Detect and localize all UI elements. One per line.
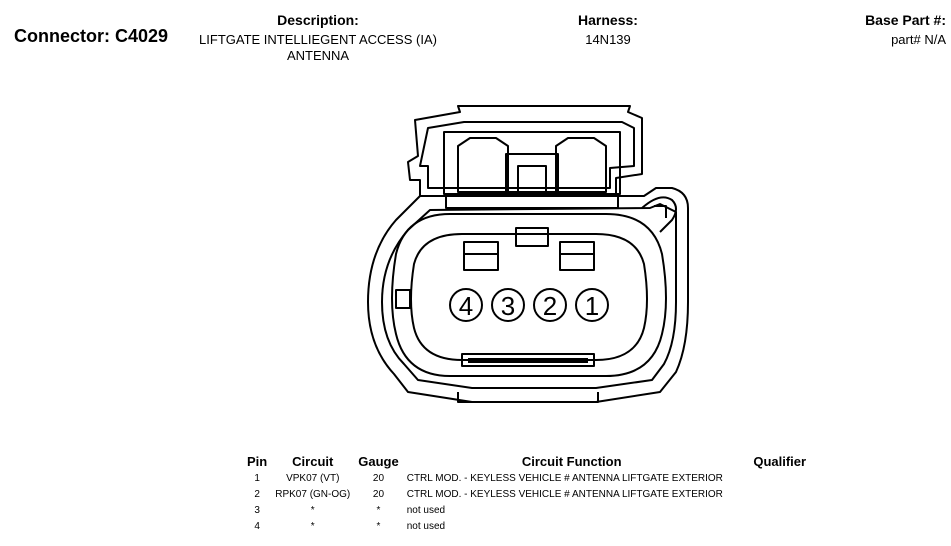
latch-tab-right (555, 137, 607, 193)
cell-circuit: RPK07 (GN-OG) (275, 488, 351, 500)
cell-pin: 2 (254, 488, 260, 500)
latch-tab-left (457, 137, 509, 193)
right-side-notch-inner (654, 205, 667, 218)
cell-qualifier (741, 518, 819, 534)
right-side-notch (641, 196, 677, 233)
latch-housing-outer (407, 105, 643, 197)
latch-housing-inner (419, 121, 635, 189)
description-value: LIFTGATE INTELLIEGENT ACCESS (IA) ANTENN… (178, 32, 458, 64)
connector-body-mid (381, 203, 677, 389)
cell-function: CTRL MOD. - KEYLESS VEHICLE # ANTENNA LI… (406, 488, 723, 500)
pin-table: Pin Circuit Gauge Circuit Function Quali… (243, 452, 819, 534)
pin-1: 1 (575, 288, 609, 322)
connector-body-outer (367, 187, 689, 403)
col-gauge: Gauge (358, 453, 399, 469)
latch-frame (443, 131, 621, 195)
cell-function: CTRL MOD. - KEYLESS VEHICLE # ANTENNA LI… (406, 472, 723, 484)
pin-label-3: 3 (501, 291, 515, 321)
key-top-left (463, 241, 499, 271)
cell-gauge: * (376, 520, 381, 532)
harness-label: Harness: (578, 12, 638, 28)
table-row: 3 * * not used (243, 502, 819, 518)
harness-value: 14N139 (585, 32, 631, 47)
latch-bridge (445, 193, 619, 209)
pin-label-2: 2 (543, 291, 557, 321)
description-line-2: ANTENNA (286, 48, 350, 63)
col-qualifier: Qualifier (753, 453, 807, 469)
key-top-center (515, 227, 549, 247)
cell-gauge: 20 (372, 472, 385, 484)
left-side-key (395, 289, 411, 309)
table-row: 2 RPK07 (GN-OG) 20 CTRL MOD. - KEYLESS V… (243, 486, 819, 502)
connector-title: Connector: C4029 (14, 26, 169, 46)
description-label: Description: (277, 12, 359, 28)
pin-table-header: Pin Circuit Gauge Circuit Function Quali… (243, 452, 819, 470)
pin-2: 2 (533, 288, 567, 322)
cell-qualifier (741, 502, 819, 518)
table-row: 4 * * not used (243, 518, 819, 534)
connector-face-diagram: 4 3 2 1 (367, 105, 689, 403)
base-part-label: Base Part #: (865, 12, 946, 28)
cell-circuit: VPK07 (VT) (286, 472, 340, 484)
cell-circuit: * (310, 520, 315, 532)
base-part-value: part# N/A (891, 32, 946, 47)
pin-3: 3 (491, 288, 525, 322)
cell-circuit: * (310, 504, 315, 516)
cell-gauge: * (376, 504, 381, 516)
pin-face-outer (391, 213, 667, 377)
cell-pin: 1 (254, 472, 260, 484)
pin-label-1: 1 (585, 291, 599, 321)
col-circuit: Circuit (292, 453, 334, 469)
cell-function: not used (406, 520, 446, 532)
pin-4: 4 (449, 288, 483, 322)
pin-face-inner (410, 233, 648, 361)
table-row: 1 VPK07 (VT) 20 CTRL MOD. - KEYLESS VEHI… (243, 470, 819, 486)
cell-qualifier (741, 486, 819, 502)
key-top-right (559, 241, 595, 271)
description-line-1: LIFTGATE INTELLIEGENT ACCESS (IA) (199, 32, 437, 47)
cell-function: not used (406, 504, 446, 516)
cell-pin: 4 (254, 520, 260, 532)
cell-gauge: 20 (372, 488, 385, 500)
cell-pin: 3 (254, 504, 260, 516)
latch-center-block (505, 153, 559, 193)
col-pin: Pin (247, 453, 268, 469)
cell-qualifier (741, 470, 819, 486)
col-circuit-function: Circuit Function (521, 453, 622, 469)
bottom-rail (457, 392, 599, 403)
pin-label-4: 4 (459, 291, 473, 321)
latch-center-slot (517, 165, 547, 193)
